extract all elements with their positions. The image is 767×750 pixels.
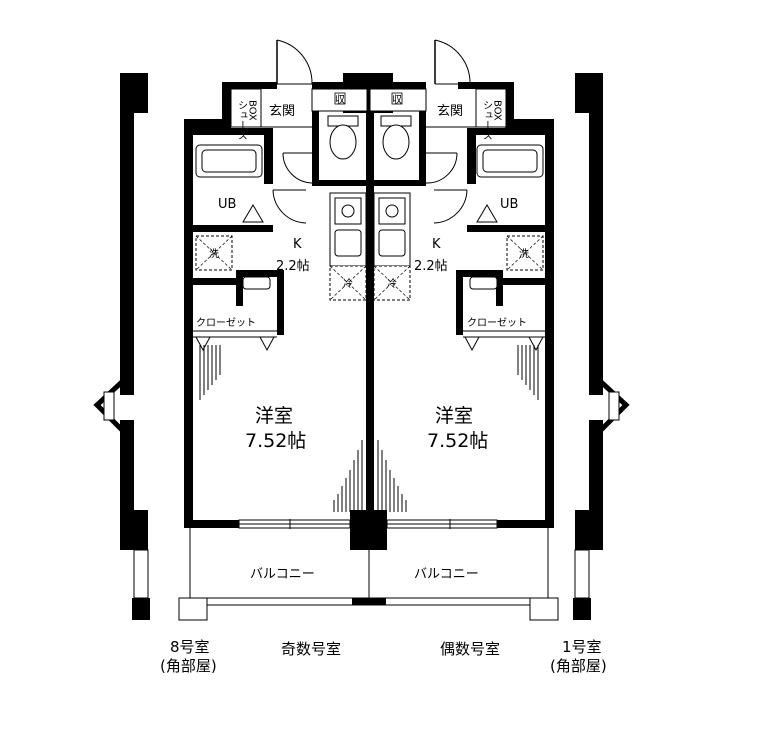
room-label-right: 洋室 xyxy=(435,405,473,427)
washer-label-right: 洗 xyxy=(519,248,529,260)
toilet-doors xyxy=(282,152,458,184)
caption-room1-line1: 1号室 xyxy=(562,638,602,656)
kitchen-label-right: K xyxy=(432,237,441,252)
ub-label-right: UB xyxy=(500,197,518,212)
shoes-box-label-left-1: シューズ xyxy=(236,100,248,140)
washer-pan-left xyxy=(195,235,233,271)
toilet-left xyxy=(312,111,366,186)
closet-left xyxy=(193,270,284,352)
hatching xyxy=(199,345,539,512)
fridge-label-right: 冷 xyxy=(387,277,397,290)
shoes-box-label-right-2: BOX xyxy=(492,100,503,121)
balcony-label-left: バルコニー xyxy=(250,567,315,582)
genkan-label-right: 玄関 xyxy=(437,104,463,119)
entrance-door-right xyxy=(434,39,471,85)
room-size-right: 7.52帖 xyxy=(427,430,488,452)
kitchen-left xyxy=(329,192,367,301)
fridge-label-left: 冷 xyxy=(343,277,353,290)
caption-odd: 奇数号室 xyxy=(281,640,341,658)
kitchen-size-right: 2.2帖 xyxy=(414,259,448,274)
storage-mark-right: 収 xyxy=(392,94,402,106)
ub-label-left: UB xyxy=(218,197,236,212)
caption-even: 偶数号室 xyxy=(440,640,500,658)
bath-left xyxy=(193,128,307,232)
balcony-label-right: バルコニー xyxy=(414,567,479,582)
kitchen-label-left: K xyxy=(293,237,302,252)
caption-room8-line2: (角部屋) xyxy=(160,657,217,675)
room-label-left: 洋室 xyxy=(255,405,293,427)
left-neighbour-wall xyxy=(93,73,150,620)
kitchen-right xyxy=(373,192,411,301)
closet-right xyxy=(456,270,545,352)
balcony-structure xyxy=(178,528,559,621)
genkan-area xyxy=(230,88,507,128)
caption-room1-line2: (角部屋) xyxy=(550,657,607,675)
closet-label-left: クローゼット xyxy=(196,317,256,329)
shoes-box-label-right-1: シューズ xyxy=(481,100,493,140)
toilet-right xyxy=(374,111,426,186)
right-neighbour-wall xyxy=(573,73,630,620)
kitchen-size-left: 2.2帖 xyxy=(276,259,310,274)
closet-label-right: クローゼット xyxy=(467,317,527,329)
storage-mark-left: 収 xyxy=(335,94,345,106)
bath-right xyxy=(433,128,545,232)
washer-pan-right xyxy=(506,235,544,271)
entrance-door-left xyxy=(276,39,313,85)
washer-label-left: 洗 xyxy=(209,248,219,260)
genkan-label-left: 玄関 xyxy=(269,104,295,119)
caption-room8-line1: 8号室 xyxy=(170,638,210,656)
room-size-left: 7.52帖 xyxy=(245,430,306,452)
shoes-box-label-left-2: BOX xyxy=(247,100,258,121)
